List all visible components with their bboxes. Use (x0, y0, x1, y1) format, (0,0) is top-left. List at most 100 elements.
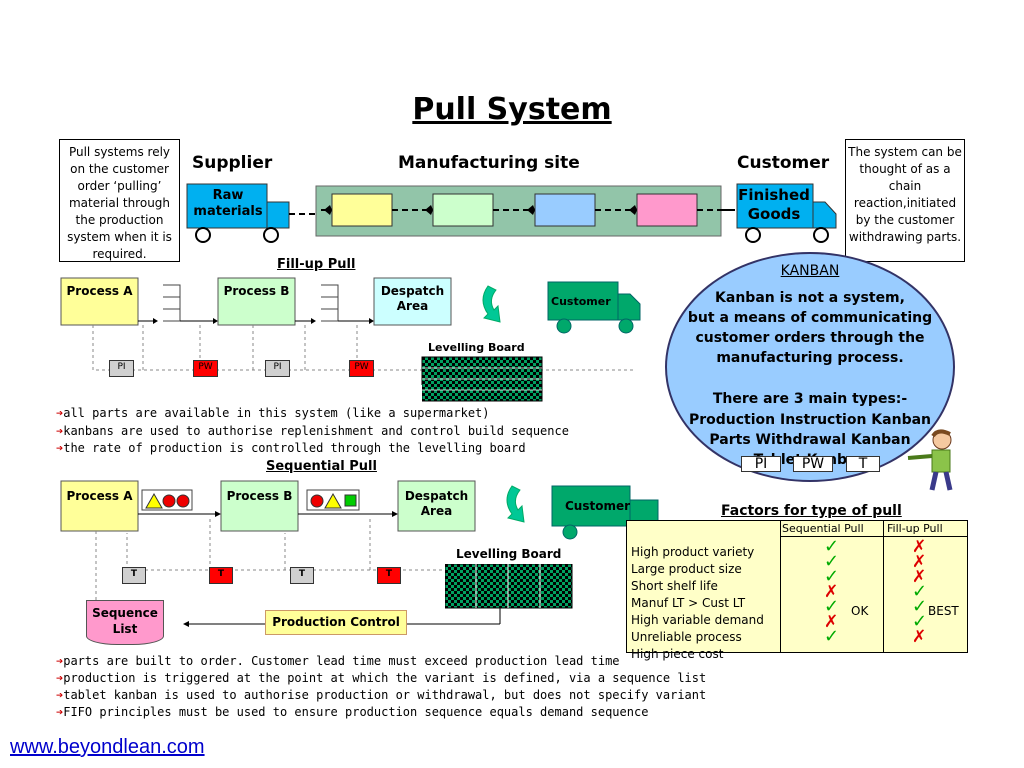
fill-check-icon: ✓ (912, 611, 928, 632)
fillup-card-3: PI (265, 360, 290, 377)
website-link[interactable]: www.beyondlean.com (10, 736, 205, 758)
fillup-customer-truck-icon (482, 281, 641, 334)
customer-truck-icon (736, 183, 837, 243)
sequential-customer-label: Customer (565, 499, 631, 513)
fillup-bullet-2: ➔kanbans are used to authorise replenish… (56, 424, 569, 438)
fill-cross-icon: ✗ (912, 567, 927, 587)
sequential-title: Sequential Pull (266, 459, 377, 474)
kanban-heading: KANBAN (780, 263, 840, 279)
factor-row: Unreliable process (631, 630, 742, 644)
sequential-card-3: T (290, 567, 314, 584)
factors-col-seq: Sequential Pull (782, 522, 864, 535)
factor-row: High piece cost (631, 647, 724, 661)
fillup-process-b: Process B (223, 284, 290, 298)
fillup-process-a: Process A (66, 284, 133, 298)
seq-cross-icon: ✗ (824, 582, 839, 602)
fill-check-icon: ✓ (912, 596, 928, 617)
factors-col-fill: Fill-up Pull (887, 522, 943, 535)
sequential-levelling-grid (445, 564, 573, 609)
factor-row: Manuf LT > Cust LT (631, 596, 746, 610)
fill-cross-icon: ✗ (912, 627, 927, 647)
seq-cross-icon: ✗ (824, 612, 839, 632)
kanban-line5: There are 3 main types:- (712, 391, 908, 407)
kanban-card-pw: PW (793, 456, 833, 472)
kanban-line4: manufacturing process. (716, 350, 904, 366)
page-title: Pull System (412, 92, 612, 127)
factor-row: Short shelf life (631, 579, 718, 593)
seq-check-icon: ✓ (824, 626, 840, 647)
factors-fill-marks: ✗✗✗✓✓✓✗ (912, 537, 932, 647)
customer-label: Customer (737, 153, 830, 173)
supplier-truck-icon (186, 183, 290, 243)
fillup-bullet-1: ➔all parts are available in this system … (56, 406, 490, 420)
website-link-wrapper: www.beyondlean.com (10, 736, 205, 759)
seq-bullet-3: ➔tablet kanban is used to authorise prod… (56, 688, 707, 702)
fillup-card-4: PW (349, 360, 374, 377)
sequential-process-a: Process A (66, 489, 133, 503)
fillup-customer-label: Customer (551, 295, 611, 308)
station-2 (432, 193, 494, 227)
station-4 (636, 193, 698, 227)
seq-bullet-2: ➔production is triggered at the point at… (56, 671, 707, 685)
sequential-card-4: T (377, 567, 401, 584)
seq-check-icon: ✓ (824, 536, 840, 557)
arrow-right-icon: ➔ (56, 705, 64, 719)
factors-seq-summary: OK (851, 604, 869, 618)
fill-check-icon: ✓ (912, 581, 928, 602)
seq-bullet-1: ➔parts are built to order. Customer lead… (56, 654, 620, 668)
arrow-right-icon: ➔ (56, 654, 64, 668)
sequential-despatch: Despatch Area (404, 489, 469, 518)
kanban-line7: Parts Withdrawal Kanban (709, 432, 911, 448)
kanban-card-pi: PI (741, 456, 781, 472)
sequential-diagram (60, 480, 503, 627)
kanban-line3: customer orders through the (695, 330, 925, 346)
factors-fill-summary: BEST (928, 604, 959, 618)
kanban-line1: Kanban is not a system, (715, 290, 905, 306)
supplier-label: Supplier (192, 153, 273, 173)
arrow-right-icon: ➔ (56, 688, 64, 702)
fillup-despatch: Despatch Area (380, 284, 445, 313)
sequential-process-b: Process B (226, 489, 293, 503)
station-3 (534, 193, 596, 227)
kanban-card-t: T (846, 456, 880, 472)
seq-check-icon: ✓ (824, 596, 840, 617)
seq-bullet-4: ➔FIFO principles must be used to ensure … (56, 705, 649, 719)
arrow-right-icon: ➔ (56, 406, 64, 420)
arrow-right-icon: ➔ (56, 671, 64, 685)
seq-check-icon: ✓ (824, 551, 840, 572)
presenter-figure-icon (907, 429, 953, 491)
production-control: Production Control (265, 610, 407, 635)
top-flow-diagram (186, 183, 837, 243)
finished-goods-label: Finished Goods (738, 186, 810, 223)
seq-check-icon: ✓ (824, 566, 840, 587)
fillup-levelling-grid (422, 357, 543, 402)
site-label: Manufacturing site (398, 153, 580, 173)
right-note: The system can be thought of as a chain … (845, 139, 965, 262)
sequential-levelling-label: Levelling Board (456, 547, 562, 561)
arrow-right-icon: ➔ (56, 424, 64, 438)
sequence-list: Sequence List (86, 600, 164, 645)
left-note: Pull systems rely on the customer order … (59, 139, 180, 262)
fillup-bullet-3: ➔the rate of production is controlled th… (56, 441, 526, 455)
station-1 (331, 193, 393, 227)
raw-materials-label: Raw materials (193, 188, 263, 219)
factor-row: High variable demand (631, 613, 764, 627)
factor-row: High product variety (631, 545, 755, 559)
factors-title: Factors for type of pull (721, 503, 902, 519)
arrow-right-icon: ➔ (56, 441, 64, 455)
fillup-card-1: PI (109, 360, 134, 377)
fillup-card-2: PW (193, 360, 218, 377)
fillup-title: Fill-up Pull (277, 257, 356, 272)
kanban-line6: Production Instruction Kanban (688, 412, 932, 428)
factor-row: Large product size (631, 562, 742, 576)
fill-cross-icon: ✗ (912, 552, 927, 572)
factors-seq-marks: ✓✓✓✗✓✗✓ (824, 536, 844, 647)
factors-table (626, 520, 968, 653)
sequential-card-1: T (122, 567, 146, 584)
kanban-line2: but a means of communicating (687, 310, 933, 326)
sequential-card-2: T (209, 567, 233, 584)
fill-cross-icon: ✗ (912, 537, 927, 557)
fillup-levelling-label: Levelling Board (428, 341, 525, 354)
kanban-oval (665, 252, 955, 482)
